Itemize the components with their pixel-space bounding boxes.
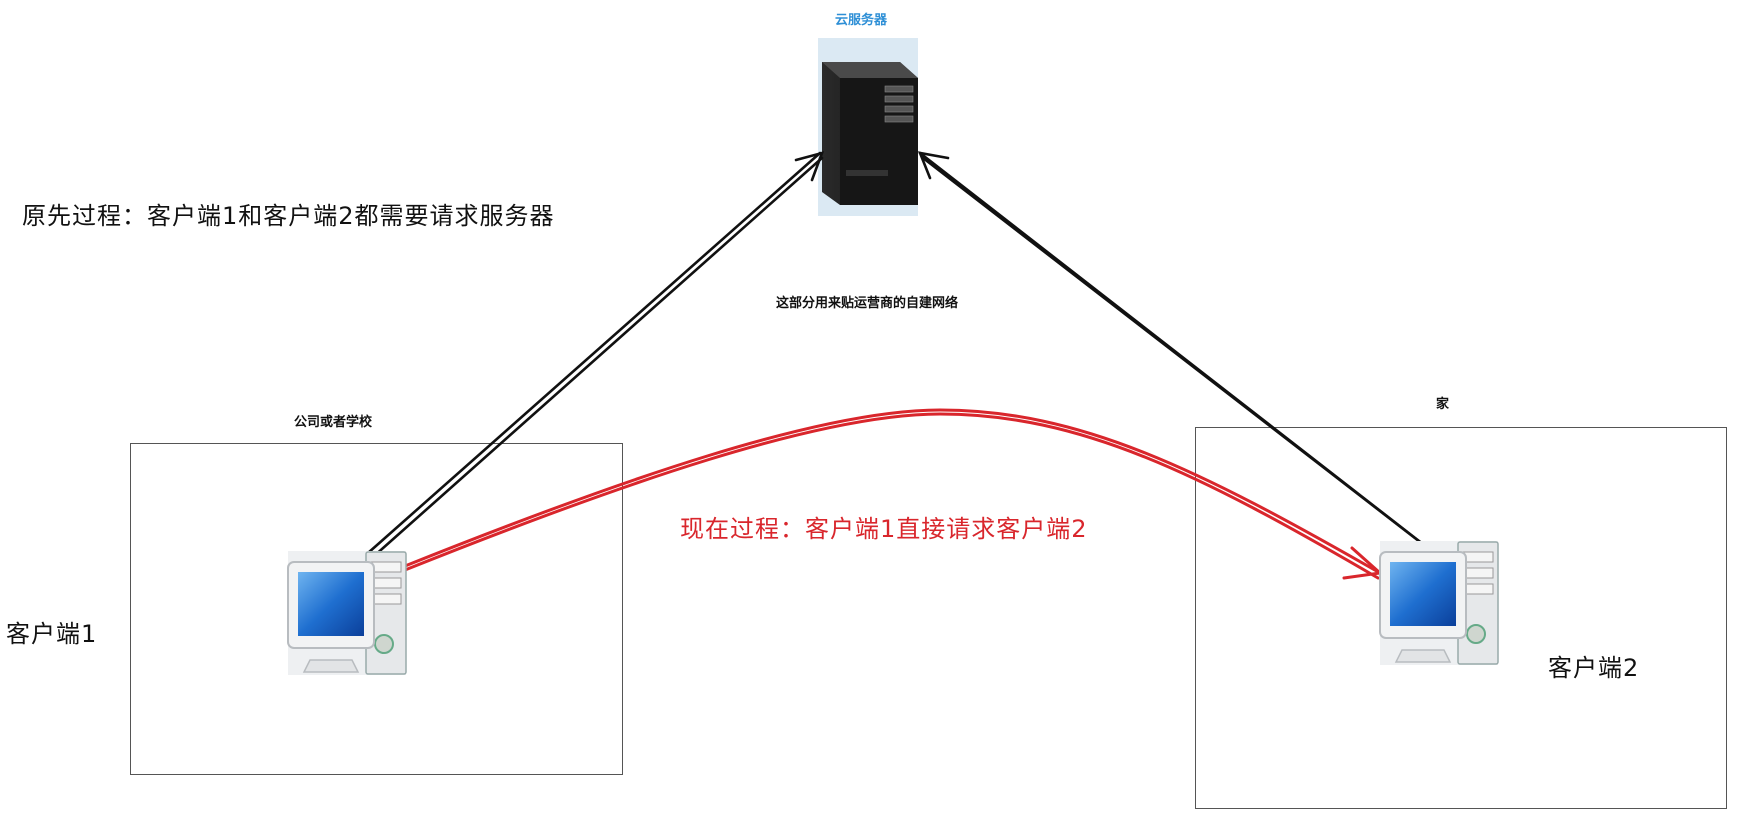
server-label: 云服务器	[835, 13, 888, 28]
client2-label: 客户端2	[1548, 654, 1640, 682]
desktop-computer-icon-left	[287, 551, 407, 675]
note-original-process: 原先过程：客户端1和客户端2都需要请求服务器	[22, 202, 555, 230]
right-site-title: 家	[1436, 397, 1450, 412]
left-site-title: 公司或者学校	[294, 415, 373, 430]
right-site-box	[1195, 427, 1727, 809]
desktop-computer-icon-right	[1379, 541, 1499, 665]
left-site-box	[130, 443, 623, 775]
arrow-client2-to-server	[917, 151, 1435, 554]
server-tower-icon	[818, 38, 918, 216]
arrow-client1-to-client2	[403, 408, 1384, 580]
note-current-process: 现在过程：客户端1直接请求客户端2	[680, 515, 1088, 543]
arrow-client1-to-server	[366, 151, 825, 559]
note-carrier-network: 这部分用来贴运营商的自建网络	[776, 296, 959, 311]
client1-label: 客户端1	[6, 620, 98, 648]
